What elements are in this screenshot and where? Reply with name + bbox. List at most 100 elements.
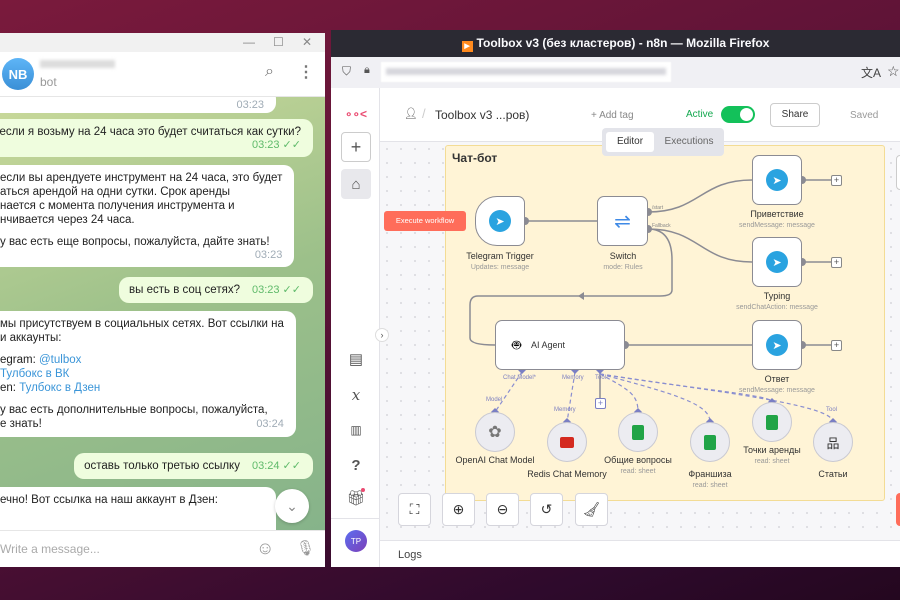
- node-typing[interactable]: ➤: [752, 237, 802, 287]
- saved-status: Saved: [850, 110, 879, 121]
- message-text: если я возьму на 24 часа это будет счита…: [0, 126, 301, 138]
- add-tag-button[interactable]: + Add tag: [591, 110, 634, 121]
- translate-icon[interactable]: 文A: [861, 66, 882, 80]
- node-faq-sheet[interactable]: [618, 412, 658, 452]
- expand-sidebar-button[interactable]: ›: [375, 328, 389, 342]
- node-sublabel: read: sheet: [754, 458, 790, 465]
- templates-icon[interactable]: ▤: [348, 351, 364, 368]
- node-rental-points-sheet[interactable]: [752, 402, 792, 442]
- n8n-logo-icon[interactable]: ∘∘<: [344, 107, 368, 121]
- node-sublabel: sendMessage: message: [739, 222, 815, 229]
- add-node-button[interactable]: +: [831, 175, 842, 186]
- user-avatar[interactable]: TP: [345, 530, 367, 552]
- signpost-icon: ⇌: [614, 210, 631, 233]
- add-tool-button[interactable]: +: [595, 398, 606, 409]
- message-text: аться арендой на одни сутки. Срок аренды: [0, 186, 231, 198]
- search-icon[interactable]: ⌕: [265, 63, 274, 80]
- zoom-in-button[interactable]: ⊕: [442, 493, 475, 526]
- link-telegram[interactable]: @tulbox: [39, 354, 82, 366]
- robot-icon: 🤖︎: [512, 336, 522, 354]
- node-label: Общие вопросы: [604, 455, 672, 465]
- edge-switch-typing: [647, 228, 753, 263]
- gift-icon[interactable]: 🎁︎: [346, 488, 366, 507]
- output-label: /start: [652, 205, 664, 211]
- node-articles-workflow[interactable]: 品: [813, 422, 853, 462]
- close-button[interactable]: ✕: [302, 35, 313, 49]
- microphone-icon[interactable]: 🎙: [296, 540, 316, 557]
- sticky-title: Чат-бот: [452, 151, 498, 165]
- message-time: 03:23: [251, 139, 280, 151]
- chat-header[interactable]: NB bot ⌕ ⋮: [0, 52, 325, 97]
- workflow-name[interactable]: Toolbox v3 ...ров): [435, 108, 530, 122]
- message-time: 03:24: [251, 460, 280, 472]
- port-label: Tool: [826, 407, 838, 413]
- message-text: и аккаунты:: [0, 332, 62, 344]
- node-switch[interactable]: ⇌: [597, 196, 648, 246]
- tidy-up-button[interactable]: 🧹︎: [575, 493, 608, 526]
- message-incoming: 03:23: [0, 97, 276, 113]
- node-franchise-sheet[interactable]: [690, 422, 730, 462]
- share-button[interactable]: Share: [770, 103, 820, 127]
- port-label: Tool: [595, 375, 607, 381]
- bookmark-star-icon[interactable]: ☆: [887, 63, 900, 79]
- titlebar: — ☐ ✕: [0, 33, 325, 52]
- message-time: 03:23: [236, 99, 264, 111]
- node-telegram-trigger[interactable]: ➤: [475, 196, 525, 246]
- active-label: Active: [686, 109, 714, 120]
- home-icon[interactable]: ⌂: [341, 169, 371, 199]
- zoom-out-button[interactable]: ⊖: [486, 493, 519, 526]
- maximize-button[interactable]: ☐: [273, 35, 284, 49]
- lock-icon[interactable]: 🔒︎: [364, 64, 370, 76]
- add-node-button[interactable]: +: [831, 340, 842, 351]
- execute-workflow-button[interactable]: Execute workflow: [384, 211, 466, 231]
- node-redis-chat-memory[interactable]: [547, 422, 587, 462]
- add-node-button[interactable]: +: [831, 257, 842, 268]
- link-dzen[interactable]: Тулбокс в Дзен: [19, 382, 101, 394]
- message-incoming: если вы арендуете инструмент на 24 часа,…: [0, 165, 295, 267]
- fit-view-button[interactable]: ⛶: [398, 493, 431, 526]
- node-answer[interactable]: ➤: [752, 320, 802, 370]
- shield-icon[interactable]: ⛉: [342, 64, 352, 78]
- node-label: Redis Chat Memory: [527, 469, 607, 479]
- tab-editor[interactable]: Editor: [606, 132, 654, 152]
- offscreen-button[interactable]: [896, 493, 900, 526]
- active-toggle[interactable]: [721, 106, 755, 123]
- reset-zoom-button[interactable]: ↺: [530, 493, 563, 526]
- message-input[interactable]: Write a message... ☺ 🎙: [0, 530, 325, 567]
- minimize-button[interactable]: —: [243, 35, 255, 49]
- message-text: нается с момента получения инструмента и: [0, 200, 235, 212]
- link-vk[interactable]: Тулбокс в ВК: [0, 368, 70, 380]
- logs-panel[interactable]: Logs: [380, 540, 900, 567]
- message-text: у вас есть еще вопросы, пожалуйста, дайт…: [0, 236, 270, 248]
- message-text: если вы арендуете инструмент на 24 часа,…: [0, 172, 283, 184]
- node-sublabel: read: sheet: [692, 482, 728, 489]
- telegram-icon: ➤: [766, 334, 788, 356]
- node-openai-chat-model[interactable]: ✿: [475, 412, 515, 452]
- variables-icon[interactable]: x: [351, 386, 361, 404]
- url-bar[interactable]: ⛉ 🔒︎ 文A ☆: [331, 57, 900, 88]
- chat-name-blurred: [40, 60, 115, 68]
- sitemap-icon: 品: [826, 435, 840, 451]
- tab-executions[interactable]: Executions: [664, 136, 714, 147]
- help-icon[interactable]: ?: [351, 456, 361, 474]
- breadcrumb-separator: /: [422, 106, 426, 121]
- node-ai-agent[interactable]: 🤖︎AI Agent: [495, 320, 625, 370]
- node-label: Telegram Trigger: [466, 251, 534, 261]
- telegram-icon: ➤: [766, 251, 788, 273]
- offscreen-node: [896, 155, 900, 190]
- node-sublabel: mode: Rules: [603, 264, 643, 271]
- scroll-down-button[interactable]: ⌄: [275, 489, 309, 523]
- message-incoming: ечно! Вот ссылка на наш аккаунт в Дзен:: [0, 487, 276, 530]
- url-blurred: [386, 68, 666, 75]
- insights-icon[interactable]: ▥: [350, 423, 362, 437]
- emoji-icon[interactable]: ☺: [256, 538, 275, 558]
- node-greet[interactable]: ➤: [752, 155, 802, 205]
- openai-icon: ✿: [488, 424, 502, 441]
- more-icon[interactable]: ⋮: [298, 64, 314, 81]
- link-prefix: egram:: [0, 354, 39, 366]
- edge-switch-agent: [469, 228, 673, 346]
- node-label: Приветствие: [750, 209, 804, 219]
- node-sublabel: Updates: message: [470, 264, 530, 271]
- add-button[interactable]: +: [341, 132, 371, 162]
